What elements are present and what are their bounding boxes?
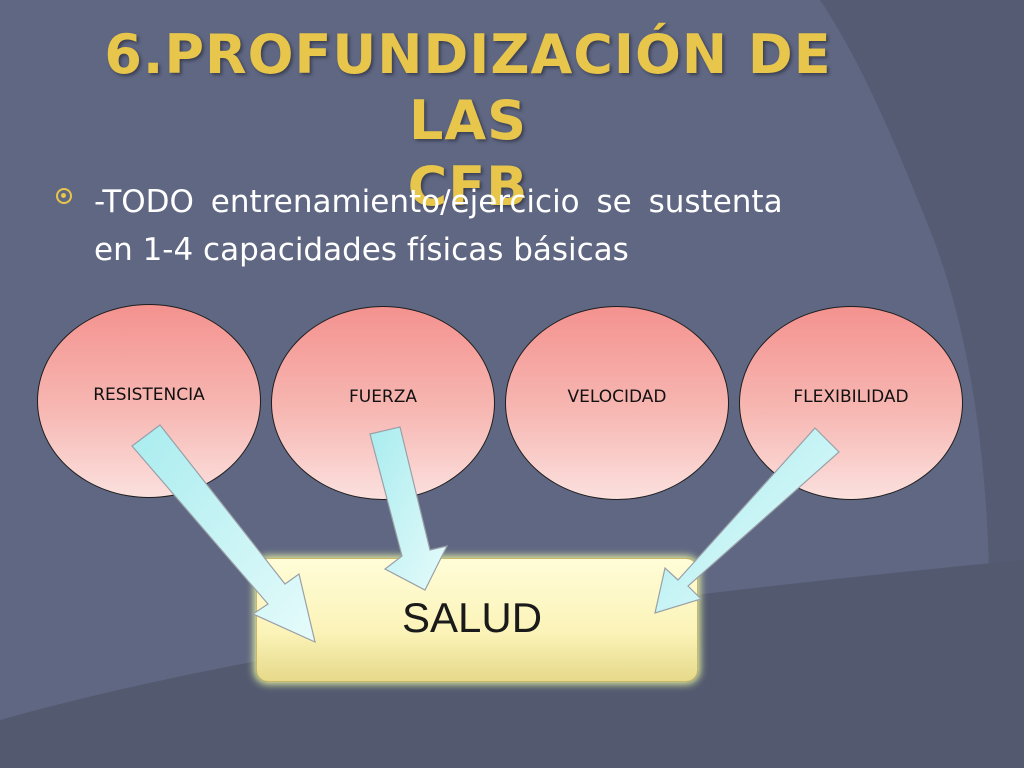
arrow-flexibilidad-to-salud: [654, 427, 840, 614]
capacity-label: FLEXIBILIDAD: [793, 387, 909, 407]
arrow-resistencia-to-salud: [131, 424, 316, 644]
capacity-label: RESISTENCIA: [93, 385, 205, 405]
slide-title: 6.PROFUNDIZACIÓN DE LAS CFB: [40, 22, 896, 220]
salud-label: SALUD: [402, 594, 543, 641]
arrow-fuerza-to-salud: [369, 426, 449, 591]
title-line-1: 6.PROFUNDIZACIÓN DE LAS: [104, 23, 832, 152]
bullet-circle-icon: [56, 188, 72, 204]
capacity-label: FUERZA: [348, 387, 418, 407]
bullet-line-1: -TODO entrenamiento/ejercicio se sustent…: [94, 184, 783, 220]
capacity-ellipse-velocidad: VELOCIDAD: [505, 306, 729, 500]
capacity-label: VELOCIDAD: [567, 387, 667, 407]
capacity-ellipse-flexibilidad: FLEXIBILIDAD: [739, 306, 963, 500]
bullet-text: -TODO entrenamiento/ejercicio se sustent…: [94, 178, 944, 274]
title-line-2: CFB: [407, 155, 529, 218]
bullet-line-2: en 1-4 capacidades físicas básicas: [94, 232, 629, 268]
salud-box: [256, 558, 698, 682]
